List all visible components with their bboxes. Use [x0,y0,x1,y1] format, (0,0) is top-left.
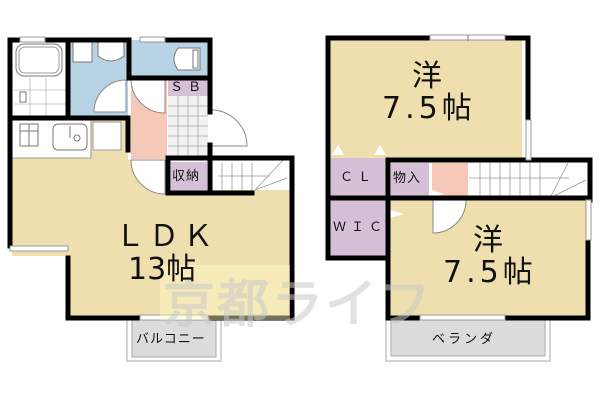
closet [330,158,386,198]
ldk-size: 13帖 [128,252,197,287]
ldk-label: ＬＤＫ [115,219,217,254]
closet-label: ＣＬ [340,170,377,185]
western-room-2-name: 洋 [473,223,503,258]
walls-floor-2 [325,35,593,321]
western-room-1 [330,40,522,162]
stairs-floor-1 [212,157,288,191]
shoe-box [168,79,208,156]
western-room-1-name: 洋 [412,59,442,94]
veranda-label: ベランダ [432,332,497,347]
storeroom [391,163,429,198]
storage-closet [171,162,207,192]
toilet [131,40,208,76]
ldk-area [12,120,290,316]
balcony-label: バルコニー [136,332,206,347]
walk-in-closet [330,200,386,256]
balcony-1 [126,318,222,362]
hall [130,78,167,195]
storage-label: 収納 [172,169,201,184]
bathroom [12,40,68,122]
western-room-2 [390,200,586,316]
sb-label: ＳＢ [170,80,207,95]
veranda-area [385,318,551,362]
washroom [70,40,128,118]
western-room-1-size: 7.5帖 [382,91,476,126]
wic-label: ＷＩＣ [333,220,388,235]
stairs-floor-2 [469,162,587,199]
storeroom-label: 物入 [393,171,422,186]
western-room-2-size: 7.5帖 [443,255,537,290]
watermark-highlight [160,265,290,320]
walls-floor-1 [7,37,295,321]
watermark: 京都ライフ [163,275,434,335]
